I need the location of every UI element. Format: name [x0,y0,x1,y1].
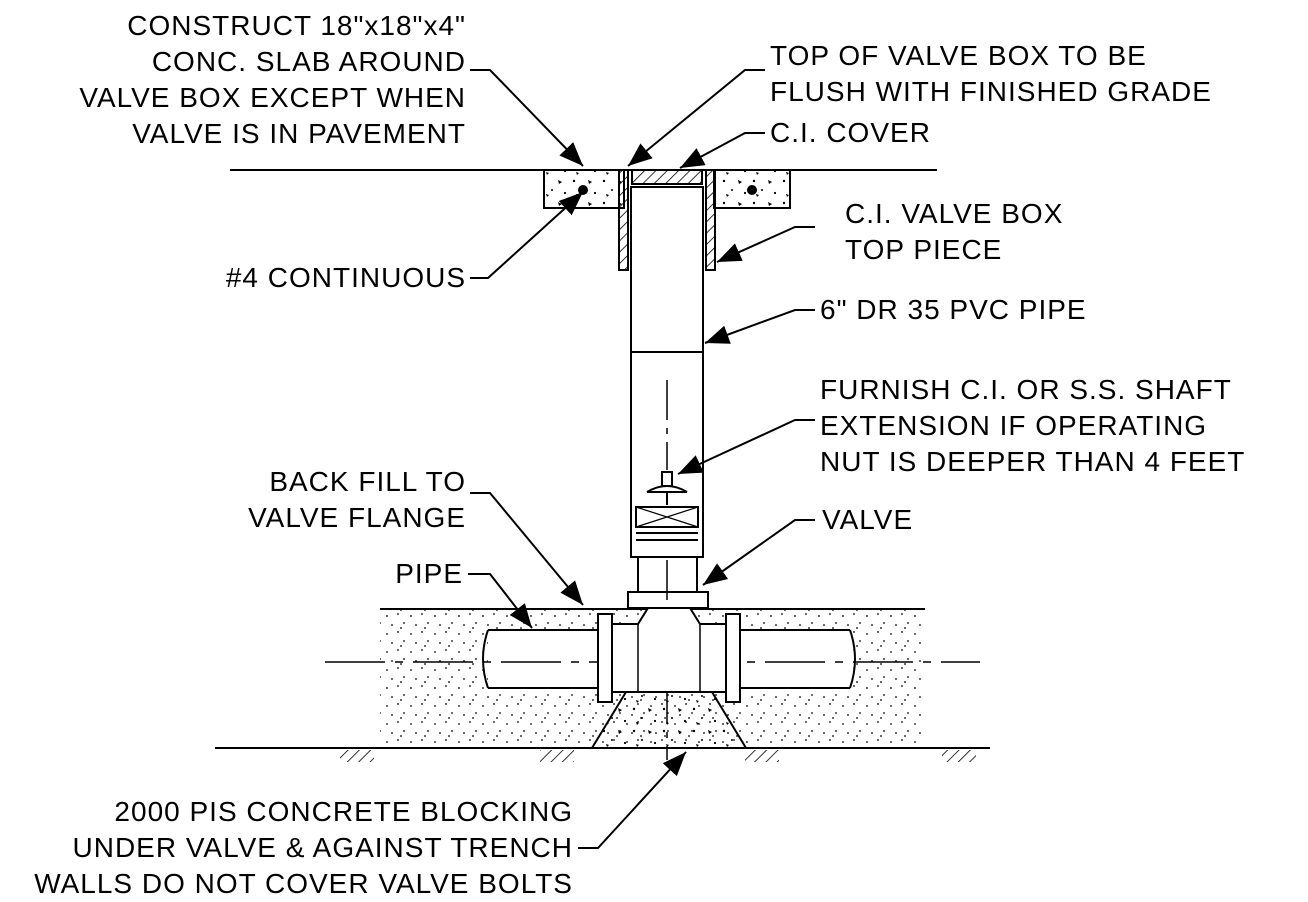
label-box-top-line-1: C.I. VALVE BOX [845,198,1064,229]
ci-cover [631,169,703,185]
label-pvc: 6" DR 35 PVC PIPE [820,292,1087,328]
label-backfill-line-2: VALVE FLANGE [248,502,466,533]
label-slab-line-2: CONC. SLAB AROUND [151,46,466,77]
label-shaft-line-1: FURNISH C.I. OR S.S. SHAFT [820,374,1232,405]
concrete-slab [543,169,791,209]
label-cover-line-1: C.I. COVER [770,117,931,148]
label-slab-line-4: VALVE IS IN PAVEMENT [132,118,466,149]
label-rebar-line-1: #4 CONTINUOUS [225,262,466,293]
leader-pipe [468,573,533,629]
label-backfill-line-1: BACK FILL TO [269,466,466,497]
label-box-top-line-2: TOP PIECE [845,234,1003,265]
label-slab-line-1: CONSTRUCT 18"x18"x4" [127,10,466,41]
leader-shaft [677,419,815,475]
rebar-left [578,185,588,195]
label-pipe: PIPE [395,556,463,592]
label-flush-line-1: TOP OF VALVE BOX TO BE [770,40,1147,71]
label-cover: C.I. COVER [770,115,931,151]
label-valve: VALVE [822,502,913,538]
earth-hatch-4 [942,750,976,762]
leader-cover [679,132,765,169]
label-slab-line-3: VALVE BOX EXCEPT WHEN [79,82,466,113]
leader-flush [627,69,765,167]
leader-blocking [578,751,687,849]
label-blocking-line-2: UNDER VALVE & AGAINST TRENCH [72,832,573,863]
earth-hatch-1 [340,750,374,762]
leader-valve [702,519,815,586]
label-blocking-line-3: WALLS DO NOT COVER VALVE BOLTS [34,868,573,899]
rebar-right [747,185,757,195]
label-blocking-line-1: 2000 PIS CONCRETE BLOCKING [114,796,573,827]
label-flush: TOP OF VALVE BOX TO BE FLUSH WITH FINISH… [770,38,1212,110]
leader-pvc [704,309,815,344]
label-shaft-line-2: EXTENSION IF OPERATING [820,410,1208,441]
label-shaft-line-3: NUT IS DEEPER THAN 4 FEET [820,446,1246,477]
leader-backfill [470,492,584,606]
leader-slab [470,69,584,167]
label-flush-line-2: FLUSH WITH FINISHED GRADE [770,76,1212,107]
label-backfill: BACK FILL TO VALVE FLANGE [248,464,466,536]
label-shaft: FURNISH C.I. OR S.S. SHAFT EXTENSION IF … [820,372,1245,480]
operating-nut [635,471,699,541]
pvc-riser [630,186,704,558]
label-pvc-line-1: 6" DR 35 PVC PIPE [820,294,1087,325]
leader-lines [468,69,815,849]
label-box-top: C.I. VALVE BOX TOP PIECE [845,196,1063,268]
earth-hatch-2 [540,750,574,762]
trench-bottom [215,747,990,762]
leader-box-top [716,226,815,263]
label-valve-line-1: VALVE [822,504,914,535]
main-pipe [325,629,980,689]
label-rebar: #4 CONTINUOUS [226,260,466,296]
label-blocking: 2000 PIS CONCRETE BLOCKING UNDER VALVE &… [34,794,573,902]
leader-rebar [470,191,584,279]
label-pipe-line-1: PIPE [395,558,463,589]
valve-box-top-piece [618,169,716,271]
earth-hatch-3 [745,750,779,762]
label-slab: CONSTRUCT 18"x18"x4" CONC. SLAB AROUND V… [79,8,466,152]
